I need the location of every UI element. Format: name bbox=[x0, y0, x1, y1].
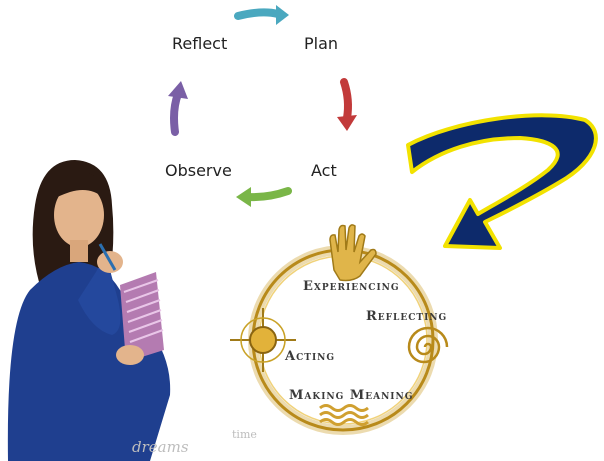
big-curved-arrow bbox=[406, 113, 598, 250]
step-reflect-label: Reflect bbox=[172, 34, 228, 53]
step-observe-label: Observe bbox=[165, 161, 232, 180]
kolb-acting-label: Acting bbox=[285, 349, 336, 364]
target-icon bbox=[230, 308, 296, 372]
notebook bbox=[120, 272, 164, 362]
waves-icon bbox=[319, 404, 369, 426]
arrow-act-to-observe bbox=[236, 187, 292, 207]
arrow-observe-to-reflect bbox=[168, 81, 188, 136]
step-plan-label: Plan bbox=[304, 34, 339, 53]
kolb-experiencing-label: Experiencing bbox=[303, 279, 400, 294]
kolb-reflecting-label: Reflecting bbox=[366, 309, 448, 324]
step-act-label: Act bbox=[311, 161, 337, 180]
watermark-text: dreams bbox=[132, 438, 189, 456]
kolb-making-meaning-label: Making Meaning bbox=[289, 388, 414, 403]
watermark-text-2: time bbox=[232, 428, 257, 441]
kolb-cycle bbox=[230, 224, 449, 435]
hand-icon bbox=[329, 224, 377, 282]
thinking-woman bbox=[7, 160, 171, 461]
arrow-reflect-to-plan bbox=[234, 5, 289, 25]
arrow-plan-to-act bbox=[337, 78, 357, 131]
spiral-icon bbox=[407, 326, 449, 364]
